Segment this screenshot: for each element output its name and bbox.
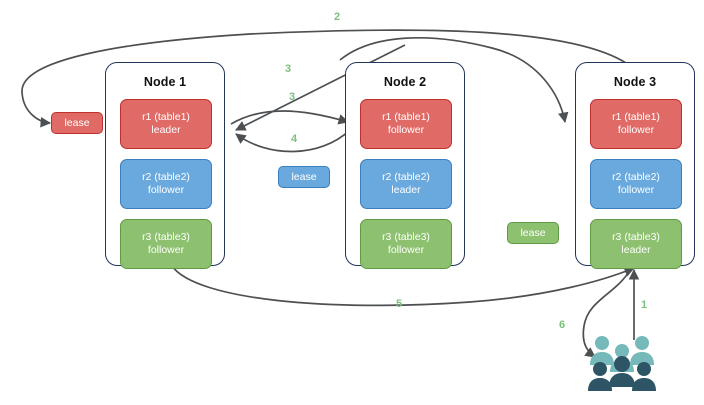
replica-n3-r3[interactable]: r3 (table3) leader bbox=[590, 219, 682, 269]
step-label-1: 1 bbox=[641, 299, 648, 311]
node-title-3: Node 3 bbox=[613, 75, 657, 89]
replica-name: r1 (table1) bbox=[612, 111, 660, 123]
replica-n2-r1[interactable]: r1 (table1) follower bbox=[360, 99, 452, 149]
replica-n2-r3[interactable]: r3 (table3) follower bbox=[360, 219, 452, 269]
node-title-1: Node 1 bbox=[143, 75, 187, 89]
step-label-5: 5 bbox=[396, 298, 403, 310]
replica-n1-r1[interactable]: r1 (table1) leader bbox=[120, 99, 212, 149]
replica-name: r2 (table2) bbox=[382, 171, 430, 183]
replica-name: r3 (table3) bbox=[612, 231, 660, 243]
replica-role: follower bbox=[147, 244, 185, 256]
lease-badge-r3[interactable]: lease bbox=[507, 222, 559, 244]
replica-role: follower bbox=[387, 124, 425, 136]
arrow-n1-to-n2 bbox=[230, 110, 350, 125]
replica-n1-r2[interactable]: r2 (table2) follower bbox=[120, 159, 212, 209]
replica-role: follower bbox=[147, 184, 185, 196]
replica-role: follower bbox=[617, 124, 655, 136]
node-panel-3[interactable]: Node 3 r1 (table1) follower r2 (table2) … bbox=[575, 62, 695, 269]
replica-name: r3 (table3) bbox=[382, 231, 430, 243]
replica-n2-r2[interactable]: r2 (table2) leader bbox=[360, 159, 452, 209]
replica-n3-r1[interactable]: r1 (table1) follower bbox=[590, 99, 682, 149]
step-label-3a: 3 bbox=[285, 63, 292, 75]
replica-role: follower bbox=[617, 184, 655, 196]
lease-badge-r2[interactable]: lease bbox=[278, 166, 330, 188]
node-title-2: Node 2 bbox=[383, 75, 427, 89]
replica-name: r2 (table2) bbox=[142, 171, 190, 183]
replica-name: r1 (table1) bbox=[382, 111, 430, 123]
step-label-2: 2 bbox=[334, 11, 341, 23]
arrow-step-5 bbox=[171, 265, 635, 307]
replica-name: r3 (table3) bbox=[142, 231, 190, 243]
step-label-3b: 3 bbox=[289, 91, 296, 103]
step-label-4: 4 bbox=[291, 133, 298, 145]
lease-badge-r1[interactable]: lease bbox=[51, 112, 103, 134]
replica-name: r1 (table1) bbox=[142, 111, 190, 123]
replica-role: leader bbox=[391, 184, 421, 196]
people-front-row bbox=[588, 356, 656, 391]
replica-name: r2 (table2) bbox=[612, 171, 660, 183]
replica-n3-r2[interactable]: r2 (table2) follower bbox=[590, 159, 682, 209]
node-panel-2[interactable]: Node 2 r1 (table1) follower r2 (table2) … bbox=[345, 62, 465, 269]
replica-role: leader bbox=[621, 244, 651, 256]
step-label-6: 6 bbox=[559, 319, 566, 331]
replica-role: follower bbox=[387, 244, 425, 256]
node-panel-1[interactable]: Node 1 r1 (table1) leader r2 (table2) fo… bbox=[105, 62, 225, 269]
people-group-icon bbox=[588, 336, 656, 391]
replica-role: leader bbox=[151, 124, 181, 136]
replica-n1-r3[interactable]: r3 (table3) follower bbox=[120, 219, 212, 269]
